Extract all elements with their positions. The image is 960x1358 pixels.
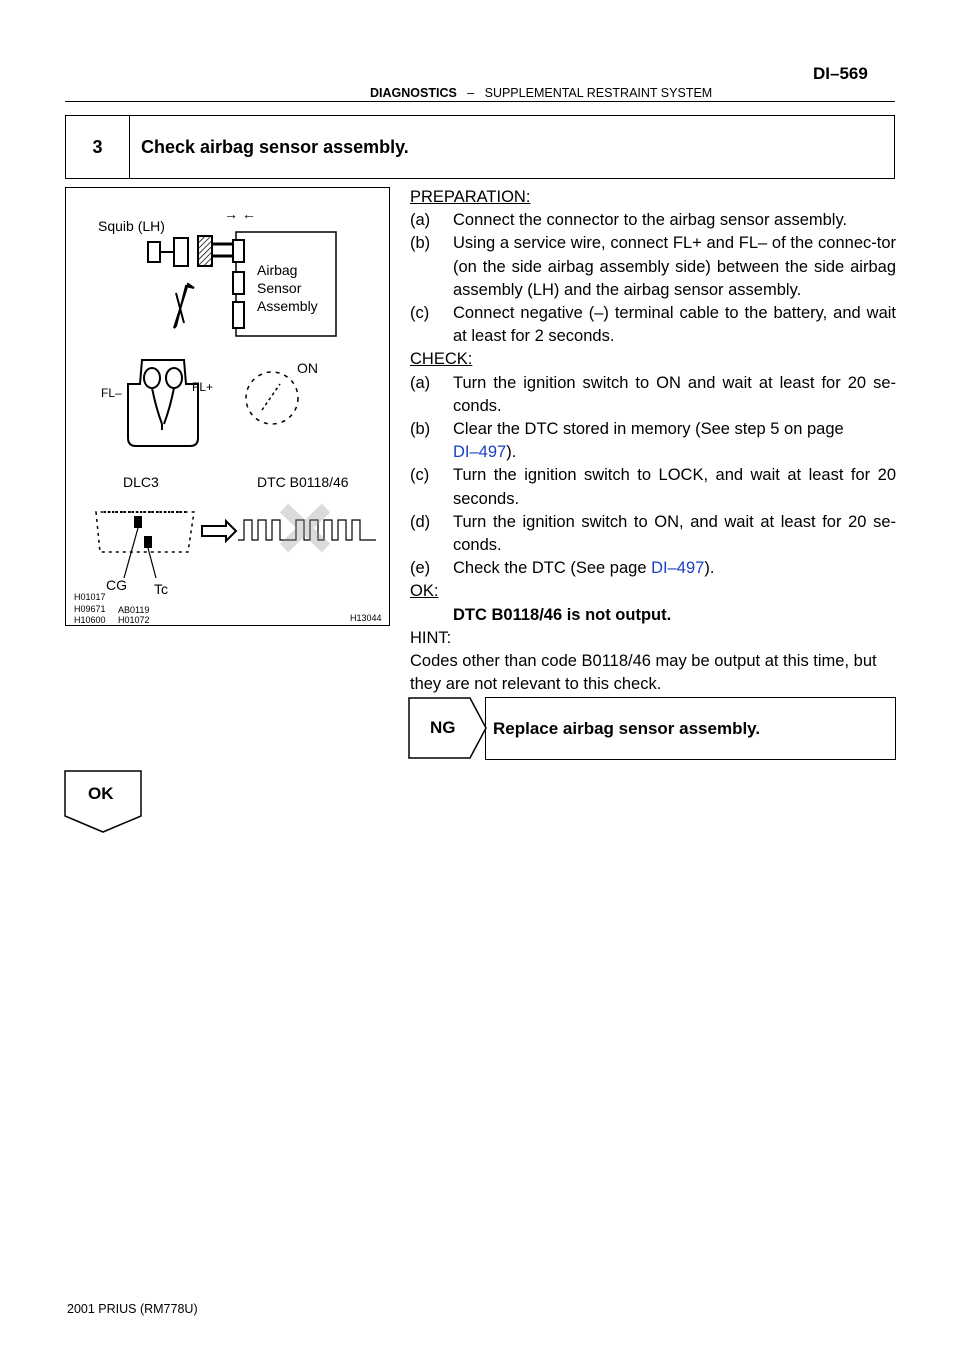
step-heading-box: 3 Check airbag sensor assembly. xyxy=(65,115,895,179)
connect-arrows: → ← xyxy=(224,206,256,222)
ref-code: H01072 xyxy=(118,615,150,625)
list-item: (c)Connect negative (–) terminal cable t… xyxy=(410,304,896,346)
ignition-switch-icon xyxy=(245,371,299,425)
list-item: (b)Clear the DTC stored in memory (See s… xyxy=(410,420,844,462)
page-link[interactable]: DI–497 xyxy=(453,443,507,462)
step-title: Check airbag sensor assembly. xyxy=(141,137,409,157)
hint-heading: HINT: xyxy=(410,628,452,647)
dtc-label: DTC B0118/46 xyxy=(257,474,349,490)
ok-arrow-label: OK xyxy=(88,784,114,803)
check-heading: CHECK: xyxy=(410,350,473,369)
dlc3-connector xyxy=(95,511,195,553)
header-separator: – xyxy=(467,86,475,100)
ng-label: NG xyxy=(430,718,456,737)
fl-minus-label: FL– xyxy=(101,386,122,400)
ok-arrow-icon xyxy=(64,770,142,833)
cg-terminal xyxy=(134,516,142,528)
down-arrow-icon xyxy=(173,282,195,329)
list-item: (b)Using a service wire, connect FL+ and… xyxy=(410,234,896,299)
list-item: (c)Turn the ignition switch to LOCK, and… xyxy=(410,466,896,508)
step-number: 3 xyxy=(66,116,130,178)
ok-result: DTC B0118/46 is not output. xyxy=(453,605,672,624)
list-item: (e)Check the DTC (See page DI–497). xyxy=(410,559,715,578)
fl-connector xyxy=(127,359,199,447)
footer: 2001 PRIUS (RM778U) xyxy=(67,1302,198,1316)
squib-plug xyxy=(173,237,189,267)
on-label: ON xyxy=(297,360,318,376)
ng-arrow-icon xyxy=(408,697,487,759)
procedure-text: PREPARATION: (a)Connect the connector to… xyxy=(410,186,896,696)
ng-action: Replace airbag sensor assembly. xyxy=(493,719,761,738)
preparation-heading: PREPARATION: xyxy=(410,188,531,206)
header-section: DIAGNOSTICS xyxy=(370,86,457,100)
ng-action-box: Replace airbag sensor assembly. xyxy=(485,697,896,760)
fl-plus-label: FL+ xyxy=(192,380,214,394)
ref-code: AB0119 xyxy=(118,605,150,615)
list-item: (a)Turn the ignition switch to ON and wa… xyxy=(410,373,896,415)
airbag-sensor-label: Airbag Sensor Assembly xyxy=(257,262,318,314)
ok-heading: OK: xyxy=(410,582,439,601)
ref-code: H09671 xyxy=(74,604,106,614)
page-link[interactable]: DI–497 xyxy=(651,559,705,578)
illustration: Squib (LH) → ← Airbag Sensor Assembly ON… xyxy=(65,187,390,626)
running-header: DIAGNOSTICS – SUPPLEMENTAL RESTRAINT SYS… xyxy=(370,86,712,100)
cg-label: CG xyxy=(106,577,127,593)
list-item: (a)Connect the connector to the airbag s… xyxy=(410,211,848,230)
tc-terminal xyxy=(144,536,152,548)
ref-code: H10600 xyxy=(74,615,106,625)
dtc-waveform xyxy=(238,519,376,541)
squib-connector xyxy=(147,241,161,263)
ref-code: H01017 xyxy=(74,592,106,602)
header-subsection: SUPPLEMENTAL RESTRAINT SYSTEM xyxy=(484,86,713,100)
illustration-drawing xyxy=(95,231,376,579)
connector-hatched xyxy=(197,235,213,267)
right-arrow-icon xyxy=(201,518,238,544)
tc-label: Tc xyxy=(154,581,168,597)
header-rule xyxy=(65,101,895,102)
squib-label: Squib (LH) xyxy=(98,218,165,234)
dlc3-label: DLC3 xyxy=(123,474,159,490)
list-item: (d)Turn the ignition switch to ON, and w… xyxy=(410,512,896,555)
airbag-sensor-box xyxy=(235,231,337,337)
hint-text: Codes other than code B0118/46 may be ou… xyxy=(410,652,877,694)
page-number: DI–569 xyxy=(813,64,868,83)
watermark-cross xyxy=(279,503,331,553)
figure-id: H13044 xyxy=(350,613,382,623)
